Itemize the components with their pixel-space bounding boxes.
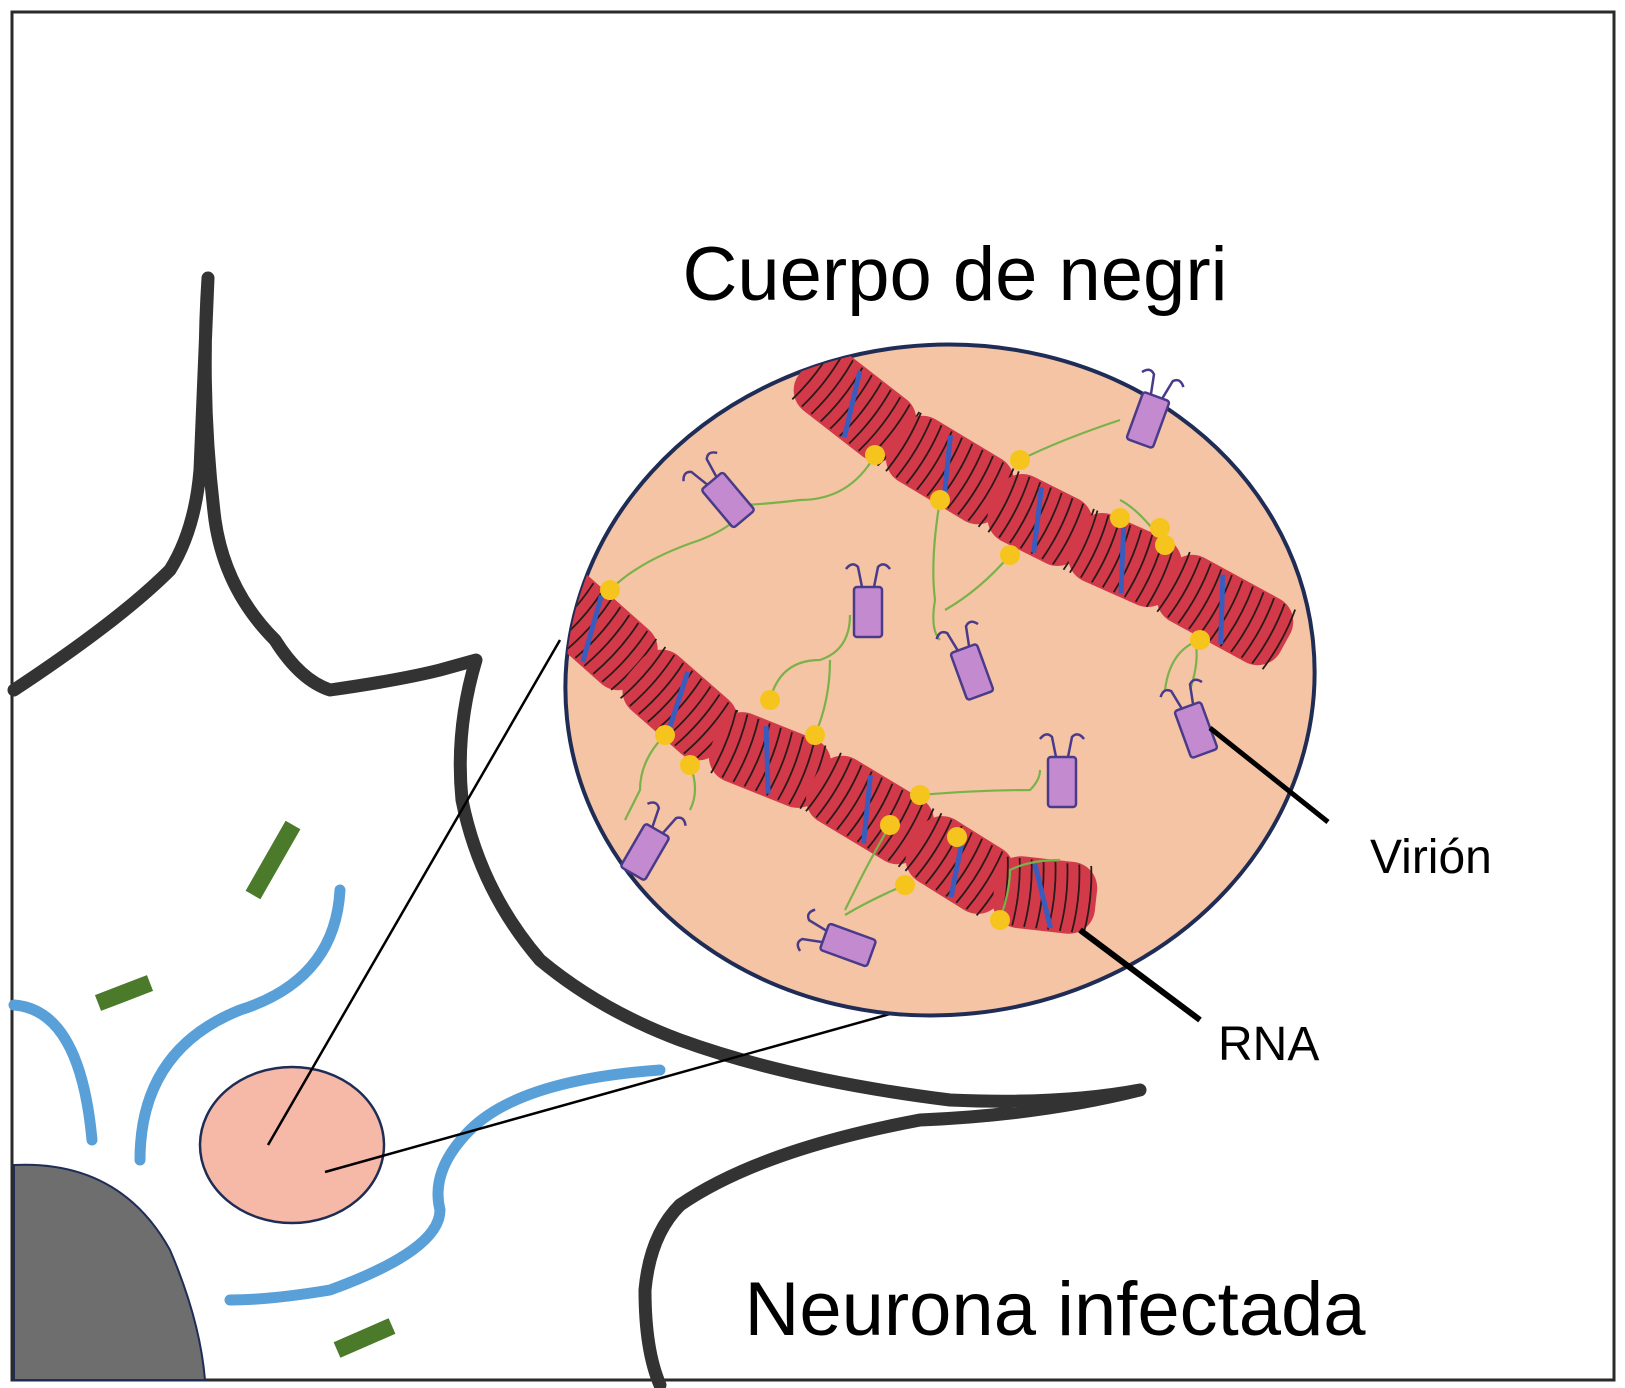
protein-dot (1110, 508, 1130, 528)
protein-dot (600, 580, 620, 600)
protein-dot (680, 755, 700, 775)
rna-strand (791, 345, 1296, 670)
linker-fiber (932, 499, 942, 641)
er-membrane-1 (8, 999, 98, 1146)
virion-pointer (1208, 726, 1330, 824)
linker-fiber (734, 454, 876, 507)
title-label: Cuerpo de negri (682, 232, 1227, 317)
er-membrane-3 (224, 1064, 666, 1306)
protein-dot (805, 725, 825, 745)
protein-dot (1150, 518, 1170, 538)
rna-pointer (1078, 927, 1202, 1023)
virion-label: Virión (1370, 831, 1492, 884)
mitochondrion-1 (245, 820, 301, 900)
protein-dot (930, 490, 950, 510)
protein-dot (1190, 630, 1210, 650)
mitochondria (94, 820, 396, 1358)
mitochondrion-3 (333, 1318, 396, 1358)
mitochondrion-2 (94, 975, 154, 1011)
linker-fiber (624, 734, 666, 821)
linker-fiber (768, 614, 852, 701)
protein-dot (990, 910, 1010, 930)
virion-icon (935, 620, 995, 701)
protein-dot (760, 690, 780, 710)
virion-icon (796, 908, 877, 968)
protein-dot (947, 827, 967, 847)
caption-label: Neurona infectada (744, 1267, 1366, 1352)
zoom-line-upper (266, 639, 562, 1146)
virion-icon (682, 451, 755, 529)
er-membranes (8, 884, 666, 1306)
rna-label: RNA (1218, 1018, 1319, 1071)
protein-dot (1000, 545, 1020, 565)
protein-dot (865, 445, 885, 465)
linker-fiber (998, 858, 1061, 921)
protein-dot (910, 785, 930, 805)
linker-fiber (844, 824, 891, 911)
linker-fiber (919, 769, 1042, 797)
protein-dot (1010, 450, 1030, 470)
protein-dot (1155, 535, 1175, 555)
protein-dot (655, 725, 675, 745)
virion-icon (620, 801, 687, 881)
small-negri-body (198, 1065, 386, 1225)
protein-dot (880, 815, 900, 835)
nucleus (13, 1163, 207, 1381)
virions (620, 368, 1219, 968)
protein-dot (895, 875, 915, 895)
virion-icon (1159, 678, 1219, 759)
er-membrane-2 (134, 884, 346, 1166)
neuron-outline (7, 271, 1147, 1388)
zoom-line-lower (324, 998, 941, 1174)
virion-icon (1125, 368, 1185, 449)
virion-icon (845, 563, 891, 639)
virion-icon (1039, 733, 1085, 809)
protein-dots (600, 445, 1210, 930)
